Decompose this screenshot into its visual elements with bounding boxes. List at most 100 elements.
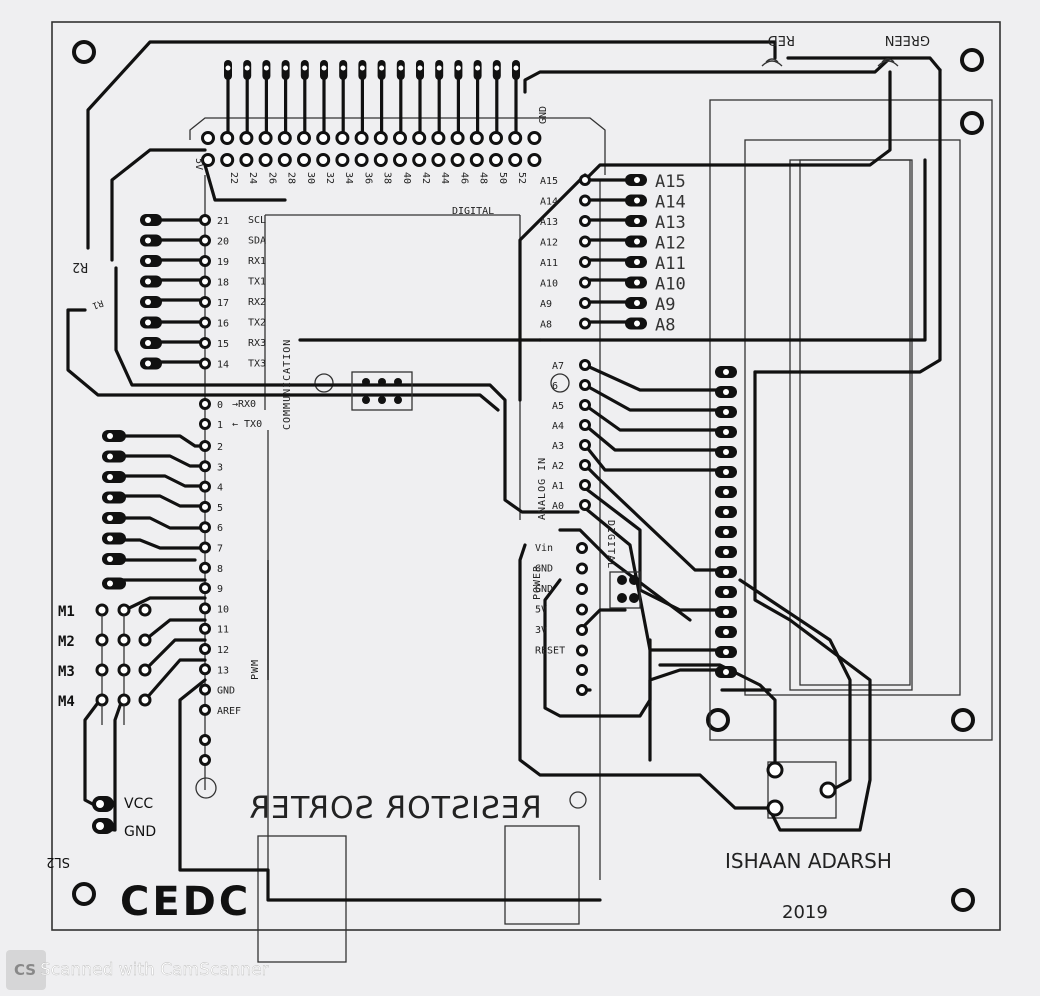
analog-high-pad — [579, 215, 591, 227]
serial-pad — [199, 398, 211, 410]
pwm-finger-hole — [107, 433, 113, 439]
analog-in-pad — [579, 359, 591, 371]
analog-high-finger-hole — [634, 177, 640, 183]
header-pad — [527, 131, 542, 145]
pwm-finger-pad — [102, 471, 126, 483]
pwm-pin-label: 11 — [217, 625, 229, 636]
mounting-holes — [72, 40, 984, 912]
header-pad — [469, 131, 484, 145]
pwm-finger-hole — [107, 535, 113, 542]
motor-pad — [138, 693, 152, 707]
led-green: GREEN — [877, 32, 930, 67]
analog-high-finger-hole — [634, 218, 640, 224]
header-pin-label: 50 — [497, 172, 508, 184]
analog-high-finger-hole — [634, 320, 640, 327]
analog-in-label: ANALOG IN — [537, 457, 548, 520]
pwm-pad — [199, 622, 211, 635]
pwm-pin-label: 4 — [217, 483, 223, 494]
header-pin-label: 22 — [228, 172, 239, 184]
serial-pin-name: ← TX0 — [232, 419, 262, 430]
finger-pad-hole — [321, 65, 327, 71]
power-pad — [576, 624, 588, 636]
pwm-pad — [199, 500, 211, 513]
header-pad — [431, 153, 446, 167]
header-pad — [258, 153, 273, 167]
sl2-gnd-label: GND — [124, 824, 156, 840]
motor-pad — [117, 603, 131, 617]
lcd-pad-hole — [723, 409, 729, 415]
communication-label: COMMUNICATION — [282, 339, 293, 430]
motor-pad — [138, 633, 152, 647]
pwm-pin-label: 6 — [217, 523, 223, 534]
comm-pin-number: 19 — [217, 257, 229, 268]
header-pad — [393, 153, 407, 167]
lcd-pad-hole — [723, 569, 729, 575]
digital-label: DIGITAL — [452, 206, 494, 217]
power-pin-label: RESET — [535, 646, 565, 657]
analog-high-outer-label: A9 — [655, 295, 675, 315]
power-pad — [576, 684, 588, 696]
lcd-pad-hole — [723, 669, 729, 675]
motor-pad — [138, 663, 152, 677]
header-pad — [469, 153, 484, 167]
header-pad — [277, 131, 292, 145]
header-pin-label: 28 — [286, 172, 297, 184]
board-title: RESISTOR SORTER — [248, 791, 542, 826]
comm-pad — [199, 234, 211, 247]
header-pad — [450, 131, 465, 145]
power-pad — [576, 603, 588, 616]
lcd-pad-hole — [723, 449, 729, 455]
sl2-label: SL2 — [46, 854, 70, 869]
pwm-pin-label: 5 — [217, 503, 223, 514]
finger-pad-hole — [436, 65, 442, 71]
analog-high-inner-label: A15 — [540, 176, 558, 187]
comm-pin-name: TX3 — [248, 359, 266, 370]
lcd-pad-hole — [723, 629, 729, 635]
pwm-pad — [199, 703, 211, 716]
led-red: RED — [761, 32, 795, 67]
pwm-pad — [199, 663, 211, 676]
power-pad — [576, 644, 588, 657]
power-jumper — [609, 571, 641, 609]
header-pad — [239, 131, 254, 145]
analog-high-inner-label: A9 — [540, 299, 552, 310]
header-pin-label: 46 — [458, 172, 469, 184]
motor-pad — [117, 633, 131, 647]
comm-pin-number: 14 — [217, 360, 229, 371]
pwm-pad — [199, 602, 211, 615]
motor-label: M2 — [58, 634, 75, 650]
comm-pin-number: 18 — [217, 278, 229, 289]
power-pin-label: Vin — [535, 543, 553, 554]
analog-high-pad — [579, 256, 591, 268]
pwm-finger-hole — [107, 515, 113, 521]
analog-in-pin-label: A0 — [552, 501, 564, 512]
pwm-pin-label: 3 — [217, 462, 223, 473]
pwm-pad — [199, 582, 211, 595]
gnd-label: GND — [538, 106, 549, 124]
motor-pad — [117, 663, 131, 677]
led-red-label: RED — [768, 32, 795, 47]
header-pad — [354, 153, 369, 167]
motor-pad — [117, 693, 131, 707]
finger-pad-hole — [340, 65, 346, 71]
sl2-vcc-label: VCC — [124, 796, 153, 812]
analog-high-finger-hole — [634, 300, 640, 306]
analog-in-pin-label: A7 — [552, 361, 564, 372]
header-pad — [373, 131, 388, 145]
power-pin-label: GND — [535, 584, 553, 595]
lcd-pad-hole — [723, 589, 729, 595]
motor-label: M1 — [58, 604, 75, 620]
pwm-finger-pad — [102, 553, 126, 565]
lcd-pad-hole — [723, 429, 729, 435]
comm-pin-name: TX1 — [248, 277, 266, 288]
header-pad — [431, 131, 446, 145]
power-pad — [576, 583, 588, 595]
serial-pin-number: 0 — [217, 400, 223, 411]
r2-label: R2 — [72, 259, 88, 274]
analog-high-inner-label: A12 — [540, 238, 558, 249]
pwm-pad — [199, 561, 211, 574]
motor-label: M3 — [58, 664, 75, 680]
pwm-pad — [199, 480, 211, 493]
